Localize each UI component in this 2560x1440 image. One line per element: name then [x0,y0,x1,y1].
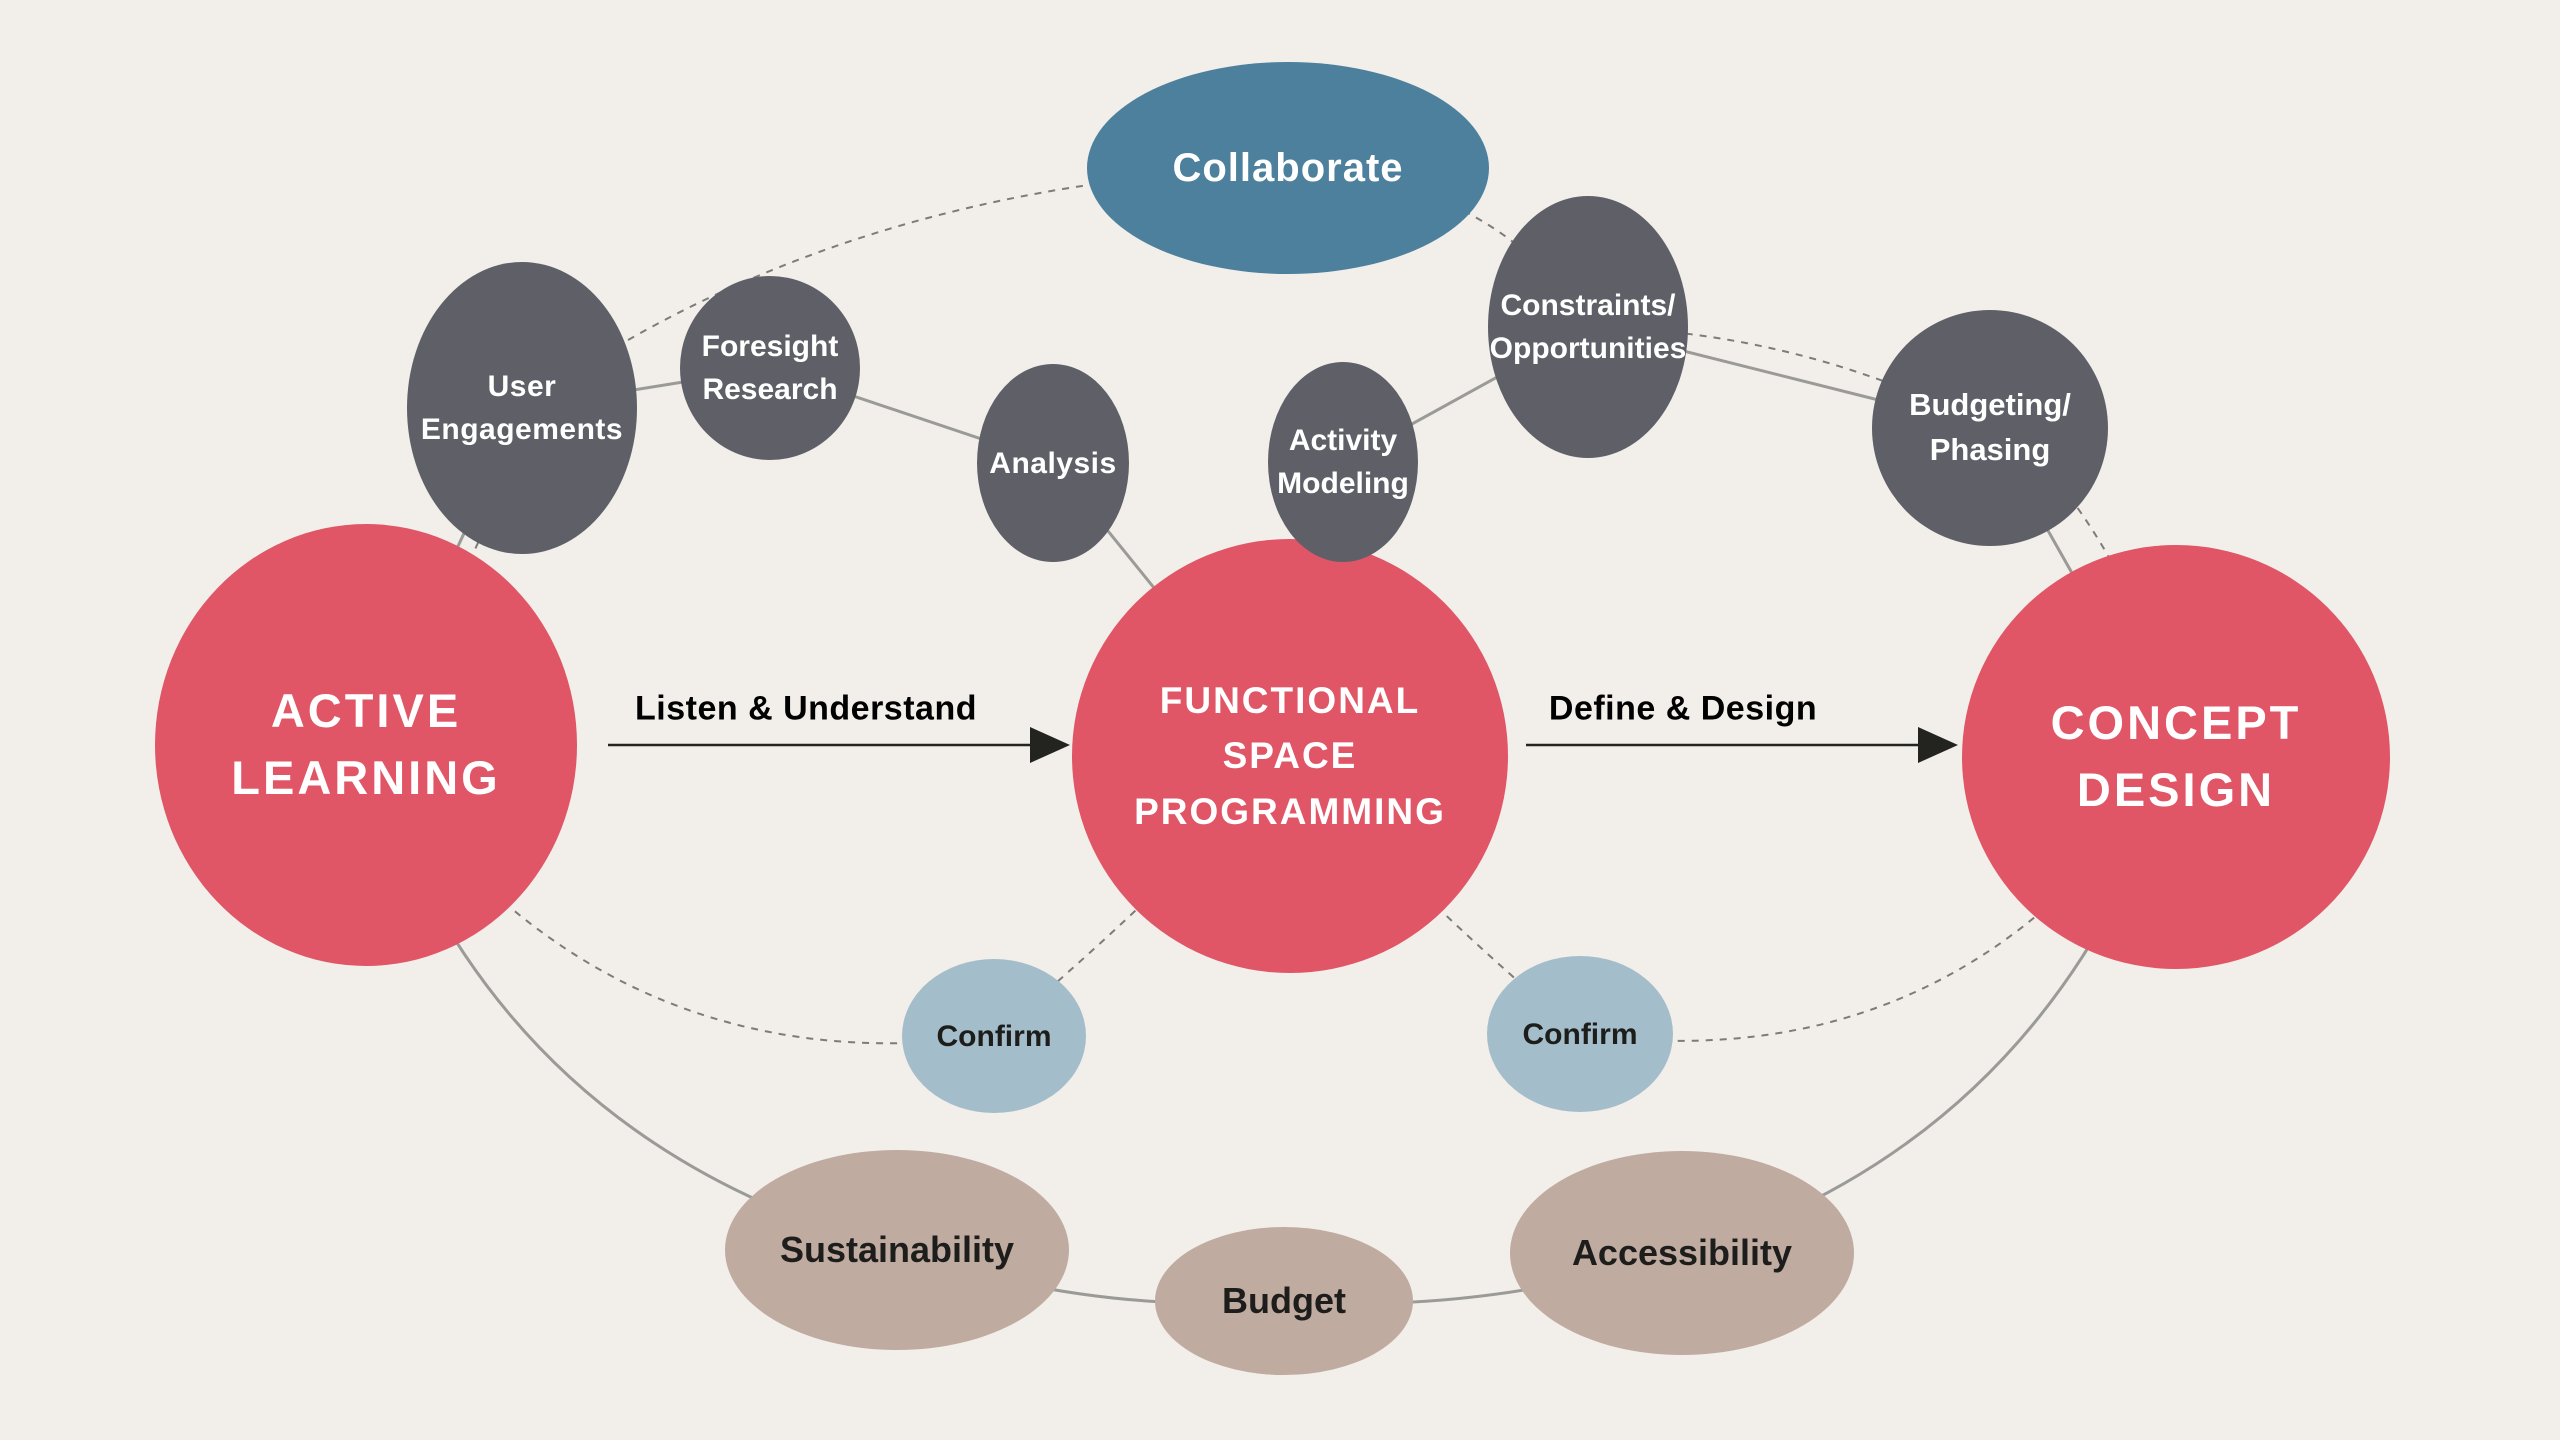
node-label-line: Analysis [989,446,1117,480]
node-label-line: Activity [1288,423,1398,457]
node-collaborate: Collaborate [1087,62,1489,274]
arrow-label-define-design: Define & Design [1548,689,1818,728]
node-confirm-right: Confirm [1487,956,1673,1112]
process-arrows [608,727,1958,763]
arrow-head-listen-understand [1030,727,1070,763]
node-label-line: Research [702,373,838,406]
node-label-line: Opportunities [1489,332,1687,365]
node-label-line: Phasing [1929,432,2051,467]
node-label-line: User [487,369,557,403]
node-sustainability: Sustainability [725,1150,1069,1350]
node-label-line: Confirm [936,1019,1052,1053]
node-label-line: CONCEPT [2050,696,2302,750]
node-label-line: Foresight [701,329,839,363]
arrow-head-define-design [1918,727,1958,763]
node-accessibility: Accessibility [1510,1151,1854,1355]
node-label-line: DESIGN [2076,763,2276,816]
node-label-line: Collaborate [1172,146,1404,190]
node-budget: Budget [1155,1227,1413,1375]
node-label-line: Modeling [1277,467,1409,500]
node-label-line: SPACE [1222,735,1358,777]
node-label-line: Budget [1222,1279,1346,1321]
node-label-line: Accessibility [1571,1231,1793,1273]
node-active-learning: ACTIVE LEARNING [155,524,577,966]
node-analysis: Analysis [977,364,1129,562]
node-label-line: Budgeting/ [1909,387,2071,423]
arrow-label-listen-understand: Listen & Understand [635,689,977,728]
node-constraints-opportunities: Constraints/Opportunities [1488,196,1688,458]
node-label-line: PROGRAMMING [1134,790,1446,832]
node-label-line: LEARNING [231,751,501,804]
node-concept-design: CONCEPT DESIGN [1962,545,2390,969]
node-label-line: FUNCTIONAL [1159,679,1421,721]
node-label-line: Sustainability [779,1228,1015,1270]
node-confirm-left: Confirm [902,959,1086,1113]
node-functional-space-programming: FUNCTIONAL SPACE PROGRAMMING [1072,539,1508,973]
node-budgeting-phasing: Budgeting/Phasing [1872,310,2108,546]
node-label-line: ACTIVE [270,684,462,738]
node-label-line: Engagements [420,413,624,446]
node-label-line: Constraints/ [1500,288,1676,322]
node-label-line: Confirm [1522,1017,1638,1051]
